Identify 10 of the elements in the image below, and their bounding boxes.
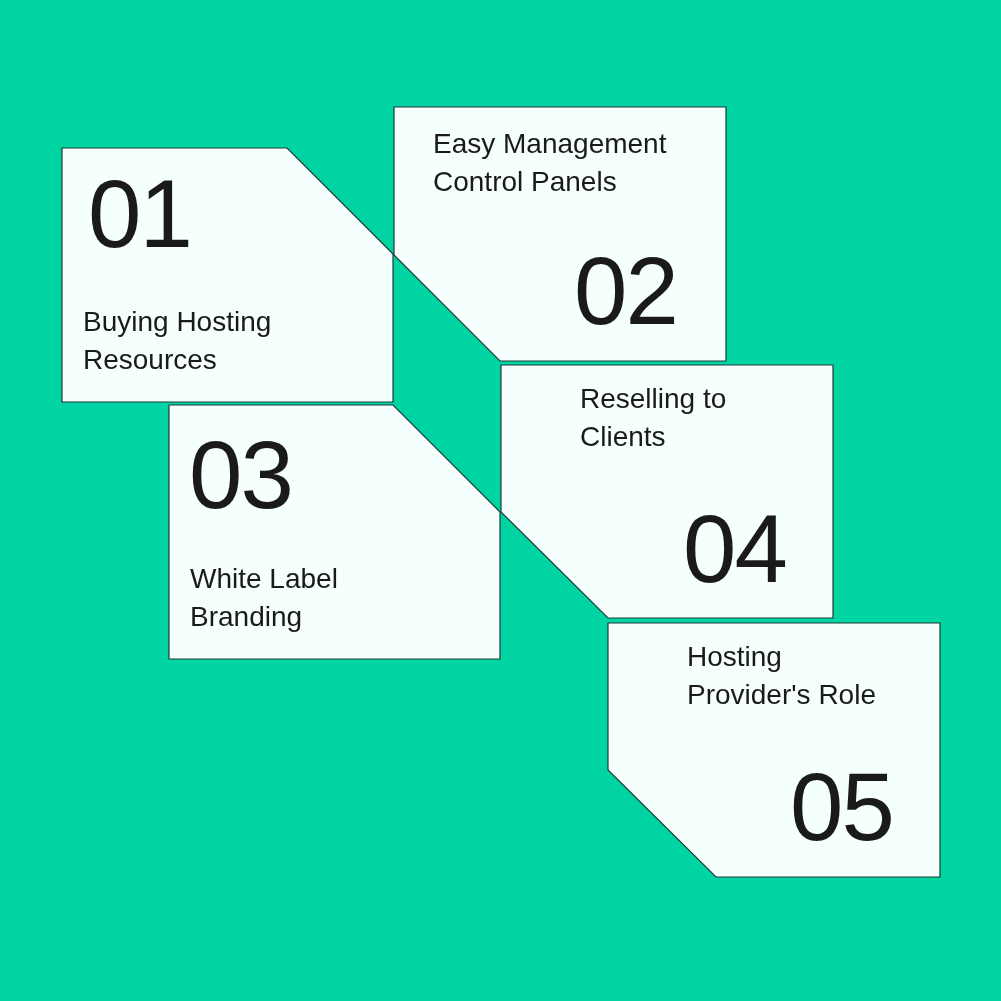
step-number: 01 xyxy=(88,166,191,262)
step-title: Hosting Provider's Role xyxy=(687,640,877,712)
step-title: Buying Hosting Resources xyxy=(83,305,273,377)
step-number: 03 xyxy=(189,427,292,523)
step-number: 05 xyxy=(790,759,893,855)
step-title: White Label Branding xyxy=(190,562,339,634)
step-title: Reselling to Clients xyxy=(580,382,728,454)
step-title: Easy Management Control Panels xyxy=(433,127,668,199)
step-number: 02 xyxy=(574,243,677,339)
step-number: 04 xyxy=(683,501,786,597)
